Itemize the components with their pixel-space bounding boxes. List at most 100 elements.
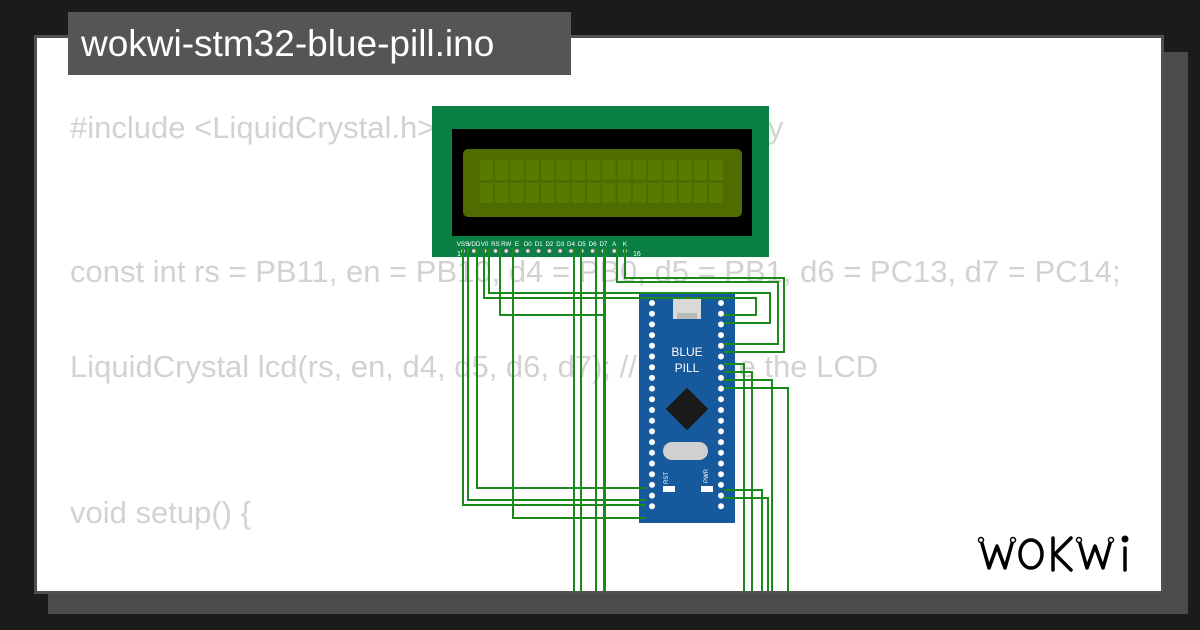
lcd-char-cell [525,183,539,203]
lcd-char-cell [541,183,555,203]
header-pin[interactable] [649,332,655,339]
lcd-char-cell [541,160,555,180]
header-pin[interactable] [649,407,655,413]
crystal-oscillator [663,442,708,460]
header-pin[interactable] [649,342,655,349]
header-pin[interactable] [649,353,655,360]
wokwi-logo-icon [977,535,1129,572]
lcd-pin-label: D6 [589,241,597,248]
usb-opening [677,313,697,319]
wire-b1 [724,371,753,591]
lcd-char-cell [587,160,601,180]
header-pin[interactable] [649,503,655,510]
header-pin[interactable] [718,396,724,403]
lcd-pin[interactable] [471,248,477,254]
header-pin[interactable] [718,310,724,317]
lcd-pin[interactable] [492,248,498,254]
lcd-pin[interactable] [525,248,531,254]
header-pin[interactable] [649,428,655,435]
header-pin[interactable] [649,471,655,478]
header-pin[interactable] [649,310,655,317]
header-pin[interactable] [649,417,655,424]
header-pin[interactable] [649,321,655,328]
lcd-pin[interactable] [536,248,542,254]
lcd-pin-first-number: 1 [457,251,461,258]
header-pin[interactable] [718,374,724,381]
lcd-char-cell [709,183,723,203]
lcd-char-cell [602,160,616,180]
header-pin[interactable] [718,417,724,424]
header-pin[interactable] [718,342,724,349]
reset-button[interactable] [663,486,675,492]
blue-pill-board[interactable]: BLUE PILL RST PWR [639,294,735,523]
lcd-pin[interactable] [546,248,552,254]
header-pin[interactable] [718,449,724,456]
code-line-4: void setup() { [70,495,251,530]
header-pin[interactable] [649,460,655,467]
lcd-char-cell [571,160,585,180]
lcd-pin-label: V0 [481,241,489,248]
wire-rs-branch [499,248,604,316]
lcd-char-cell [678,160,692,180]
lcd-pin[interactable] [514,248,520,254]
header-pin[interactable] [718,428,724,435]
header-pin[interactable] [718,364,724,371]
lcd-pin[interactable] [590,248,596,254]
lcd-char-cell [648,160,662,180]
header-pin[interactable] [649,300,655,306]
lcd-pin-last-number: 16 [633,251,641,258]
header-pin[interactable] [718,385,724,392]
header-pin[interactable] [649,449,655,456]
wire-vdd [467,248,646,501]
header-pin[interactable] [649,385,655,392]
header-pin[interactable] [649,396,655,403]
lcd-char-cell [525,160,539,180]
lcd-char-cell [617,183,631,203]
lcd-pin-label: D1 [535,241,543,248]
lcd-pin-label: D4 [567,241,575,248]
wire-c14 [724,387,789,591]
lcd-pin[interactable] [611,248,617,254]
lcd-pin[interactable] [503,248,509,254]
header-pin[interactable] [718,353,724,360]
header-pin[interactable] [649,439,655,446]
code-line-5: lcd.begin(16, 2); // set up the LCD [70,586,551,591]
wire-e [488,248,771,324]
header-pin[interactable] [718,492,724,499]
header-pin[interactable] [649,481,655,488]
header-pin[interactable] [718,481,724,488]
lcd-pin-label: D2 [545,241,553,248]
reset-label: RST [664,472,670,484]
wire-k [624,248,785,353]
header-pin[interactable] [649,374,655,381]
header-pin[interactable] [718,332,724,339]
lcd-pin-label: RW [501,241,511,248]
lcd-char-cell [480,160,493,180]
header-pin[interactable] [718,439,724,446]
lcd-char-cell [571,183,585,203]
wire-c15 [724,489,763,591]
lcd-pin-label: K [623,241,628,248]
header-pin[interactable] [718,407,724,413]
header-pin[interactable] [718,503,724,510]
lcd-pin-label: VSS [457,241,469,248]
header-pin[interactable] [649,492,655,499]
wire-rs [483,248,757,316]
blue-pill-right-pins [718,300,724,510]
lcd-char-cell [510,183,524,203]
header-pin[interactable] [649,364,655,371]
header-pin[interactable] [718,460,724,467]
blue-pill-left-pins [649,300,655,510]
lcd-pin[interactable] [557,248,563,254]
header-pin[interactable] [718,321,724,328]
header-pin[interactable] [718,300,724,306]
lcd-pin[interactable] [568,248,574,254]
lcd-pin-label: VDD [467,241,481,248]
lcd-pin-label: E [515,241,519,248]
lcd-char-cell [495,160,509,180]
lcd-char-cell [694,160,708,180]
header-pin[interactable] [718,471,724,478]
